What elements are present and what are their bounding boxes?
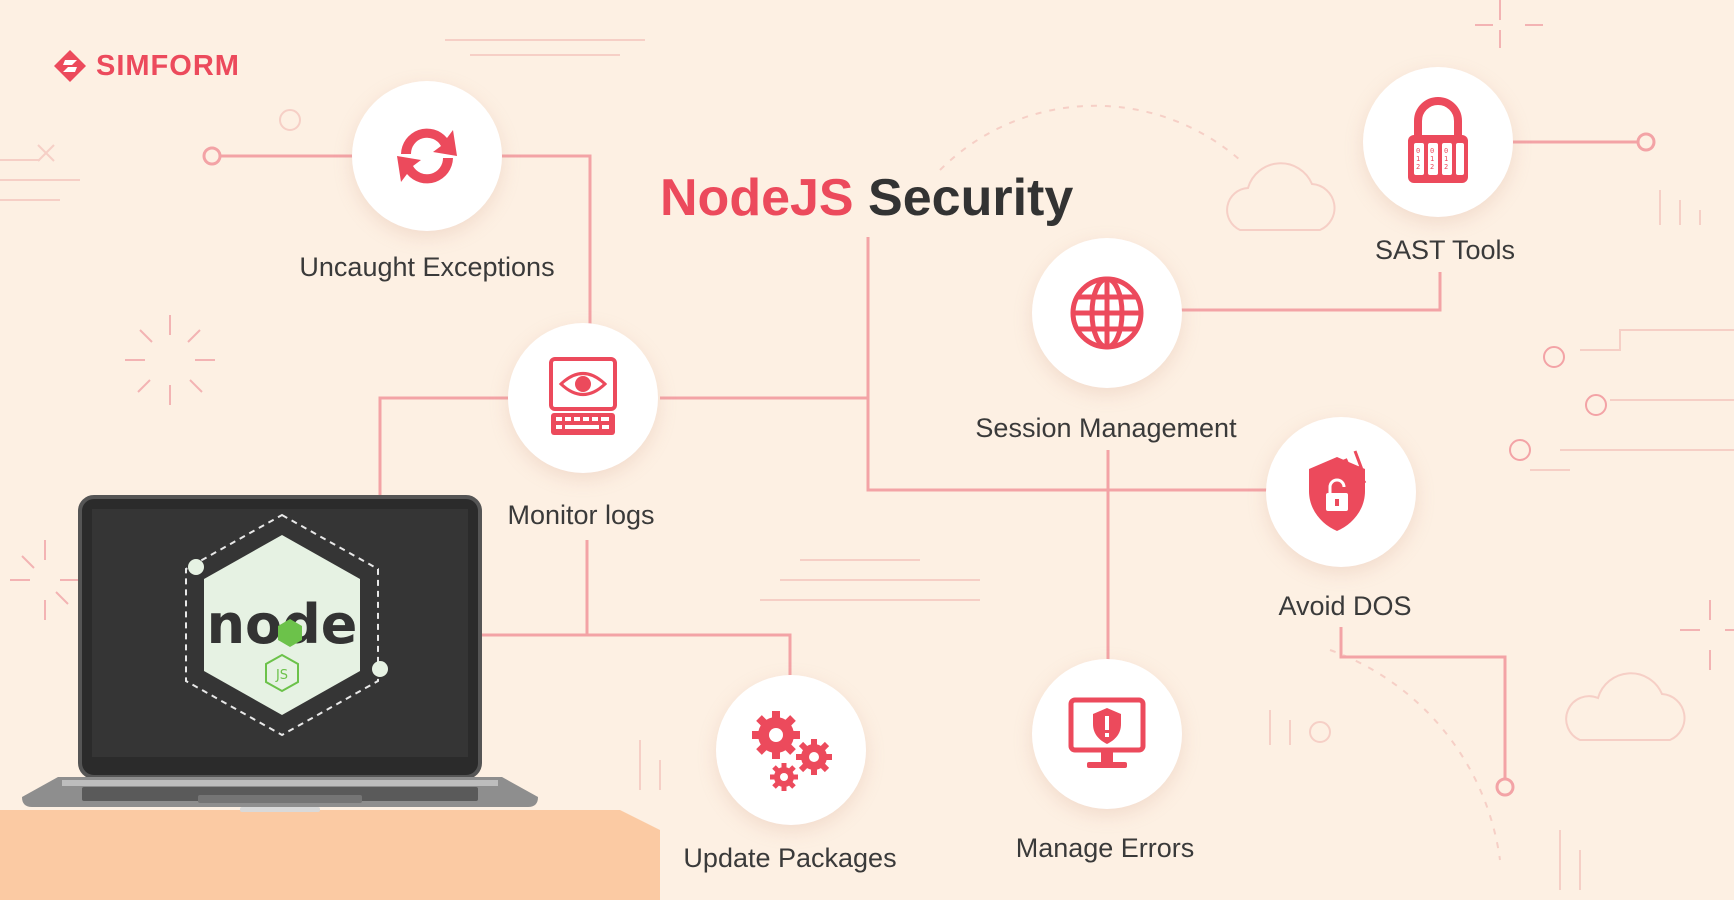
diagram-title: NodeJS Security [660,168,1073,228]
update-packages-label: Update Packages [683,843,897,873]
connectors [215,140,1643,785]
session-management-node [1032,238,1182,388]
refresh-arrows-icon [397,128,457,184]
brand-name: SIMFORM [96,49,240,82]
manage-errors-label: Manage Errors [1015,833,1195,863]
avoid-dos-node [1266,417,1416,567]
monitor-logs-label: Monitor logs [507,500,655,530]
svg-text:2: 2 [1430,163,1434,171]
gears-icon [752,711,832,791]
laptop-illustration: node JS [22,495,538,812]
uncaught-exceptions-node [352,81,502,231]
svg-text:1: 1 [1430,155,1434,163]
globe-icon [1070,276,1144,350]
sast-tools-label: SAST Tools [1374,235,1516,265]
simform-mark-icon [54,50,86,82]
svg-text:2: 2 [1416,163,1420,171]
update-packages-node [716,675,866,825]
session-management-label: Session Management [975,413,1237,443]
title-rest: Security [853,169,1074,227]
svg-text:1: 1 [1416,155,1420,163]
monitor-logs-node [508,323,658,473]
svg-text:0: 0 [1416,147,1420,155]
monitor-shield-icon [1068,697,1146,768]
manage-errors-node [1032,659,1182,809]
desk-surface [0,810,660,900]
uncaught-exceptions-label: Uncaught Exceptions [299,252,555,282]
laptop-badge-text: JS [275,668,288,683]
svg-text:0: 0 [1444,147,1448,155]
connector-endpoints [202,132,1656,797]
svg-text:0: 0 [1430,147,1434,155]
node-hex-icon [278,619,302,647]
title-highlight: NodeJS [660,169,854,227]
svg-text:2: 2 [1444,163,1448,171]
avoid-dos-label: Avoid DOS [1278,591,1412,621]
broken-shield-icon [1309,450,1367,531]
simform-logo[interactable]: SIMFORM [52,48,240,84]
svg-text:1: 1 [1444,155,1448,163]
monitor-eye-icon [549,357,617,435]
